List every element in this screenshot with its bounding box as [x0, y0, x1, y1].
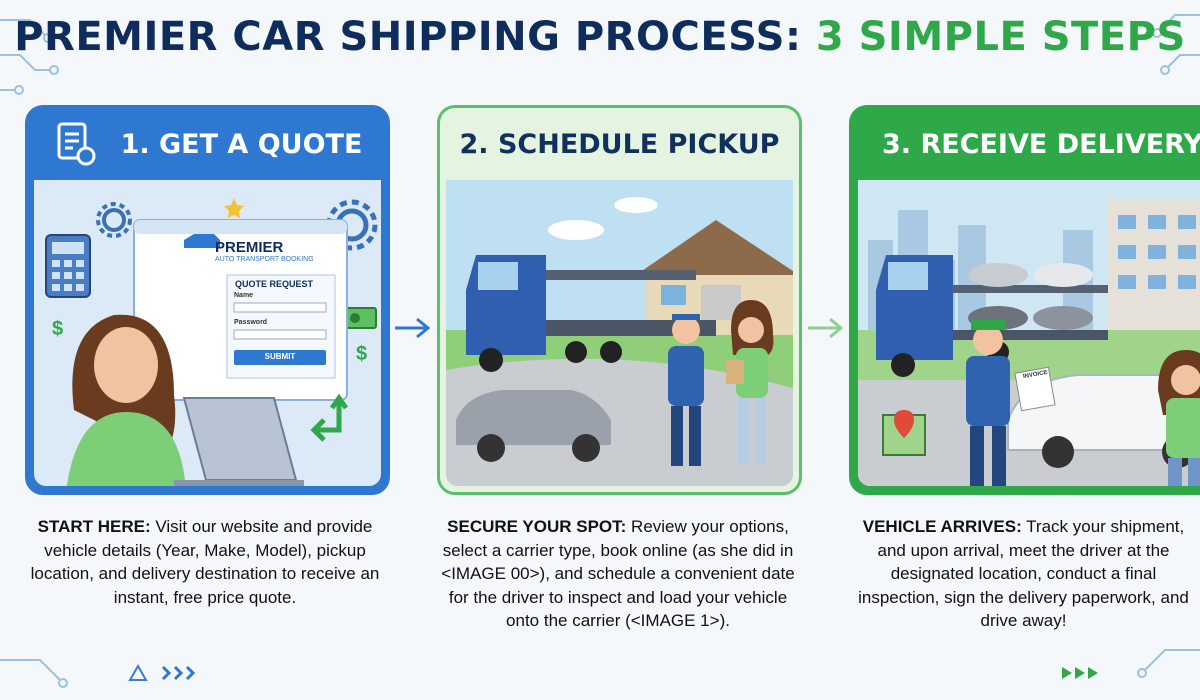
step-text: Visit our website and provide vehicle de… — [30, 517, 380, 607]
title-main: PREMIER CAR SHIPPING PROCESS: — [14, 14, 816, 60]
form-brand: PREMIER — [215, 239, 284, 256]
svg-text:$: $ — [356, 343, 367, 365]
step-heading: 1. GET A QUOTE — [120, 128, 363, 160]
circuit-decoration-right — [1152, 14, 1200, 75]
name-label: Name — [234, 292, 254, 299]
form-brand-sub: AUTO TRANSPORT BOOKING — [215, 256, 314, 263]
step-header: 2. SCHEDULE PICKUP — [440, 108, 799, 180]
arrow-right-icon — [395, 317, 431, 339]
step-header: 3. RECEIVE DELIVERY — [852, 108, 1200, 180]
map-pin-icon — [882, 410, 926, 456]
form-heading: QUOTE REQUEST — [235, 279, 314, 289]
delivery-illustration: INVOICE — [858, 180, 1200, 486]
submit-button[interactable]: SUBMIT — [264, 352, 296, 361]
pickup-scene — [446, 180, 793, 486]
svg-text:$: $ — [52, 318, 63, 340]
step-heading: 3. RECEIVE DELIVERY — [882, 128, 1200, 160]
step-description: START HERE: Visit our website and provid… — [25, 515, 385, 609]
page-title: PREMIER CAR SHIPPING PROCESS: 3 SIMPLE S… — [0, 14, 1200, 60]
password-label: Password — [234, 319, 268, 326]
step-card-quote: 1. GET A QUOTE $ $ — [25, 105, 390, 495]
play-arrows-icon — [1062, 667, 1098, 679]
step-text: Review your options, select a carrier ty… — [441, 517, 795, 630]
gear-icon — [96, 202, 132, 238]
step-card-schedule: 2. SCHEDULE PICKUP — [437, 105, 802, 495]
step-heading: 2. SCHEDULE PICKUP — [459, 128, 780, 160]
title-accent: 3 SIMPLE STEPS — [815, 14, 1186, 60]
quote-illustration: $ $ PREMIE — [34, 180, 381, 486]
circuit-decoration-left — [0, 19, 59, 95]
quote-document-icon — [57, 122, 96, 166]
step-lead: SECURE YOUR SPOT: — [447, 517, 627, 536]
arrow-right-icon — [808, 317, 844, 339]
step-lead: VEHICLE ARRIVES: — [862, 517, 1022, 536]
step-lead: START HERE: — [37, 517, 151, 536]
pickup-illustration — [446, 180, 793, 486]
step-description: VEHICLE ARRIVES: Track your shipment, an… — [851, 515, 1196, 633]
circuit-decoration-bottom-right — [1137, 649, 1200, 678]
chevrons-icon — [161, 665, 196, 681]
triangle-icon — [128, 664, 148, 681]
delivery-scene — [858, 200, 1200, 486]
step-description: SECURE YOUR SPOT: Review your options, s… — [438, 515, 798, 633]
quote-scene: $ $ — [45, 198, 378, 486]
step-text: Track your shipment, and upon arrival, m… — [858, 517, 1189, 630]
circuit-decoration-bottom-left — [0, 659, 68, 688]
step-card-delivery: 3. RECEIVE DELIVERY — [849, 105, 1200, 495]
step-header: 1. GET A QUOTE — [28, 108, 387, 180]
